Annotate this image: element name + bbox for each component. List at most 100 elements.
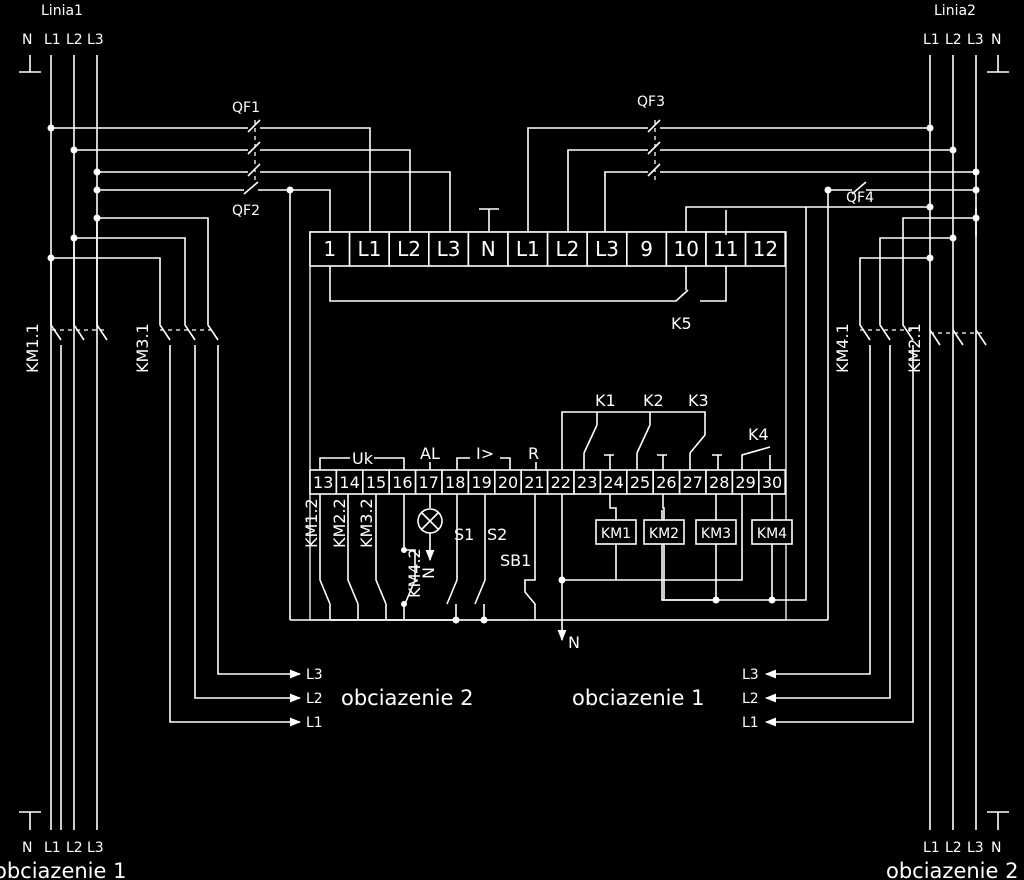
relay-k1-label: K1	[595, 391, 616, 410]
top-terminal-label: L2	[397, 237, 421, 261]
top-terminal-label: 12	[753, 237, 778, 261]
top-terminal: 1	[309, 231, 351, 267]
bottom-terminal: 27	[678, 469, 707, 495]
bottom-terminal-label: 19	[471, 473, 491, 492]
bottom-terminal-label: 18	[445, 473, 465, 492]
top-terminal-label: L1	[357, 237, 381, 261]
coil-label: KM1	[601, 526, 631, 542]
relay-contacts	[561, 411, 771, 470]
bottom-terminal: 29	[731, 469, 760, 495]
left-line-title: Linia1	[41, 3, 83, 19]
left-line-conductor-l1: L1	[44, 32, 61, 48]
top-terminal: 11	[705, 231, 747, 267]
bottom-terminal: 13	[309, 469, 338, 495]
bottom-terminal-label: 22	[551, 473, 571, 492]
coil-km1: KM1	[595, 494, 637, 580]
lamp-neutral-label: N	[419, 567, 438, 579]
load2-label: obciazenie 2	[341, 686, 473, 710]
contactor-km2-1	[929, 329, 987, 346]
bottom-terminal: 17	[414, 469, 443, 495]
breaker-qf2-label: QF2	[232, 203, 260, 219]
coil-km3: KM3	[695, 494, 737, 600]
top-terminal: 9	[625, 231, 668, 267]
top-terminal-label: L3	[437, 237, 461, 261]
aux-km2-2: KM2.2	[330, 498, 349, 548]
top-terminal-label: 9	[640, 237, 653, 261]
top-terminal: 10	[665, 231, 707, 267]
alarm-lamp	[417, 494, 443, 562]
contactor-km2-1-label: KM2.1	[905, 323, 924, 373]
bottom-terminal: 24	[599, 469, 628, 495]
bottom-terminal: 23	[573, 469, 602, 495]
bottom-terminal-label: 24	[603, 473, 623, 492]
coil-label: KM3	[701, 526, 731, 542]
top-terminal-label: 1	[323, 237, 336, 261]
left-output-l2: L2	[306, 691, 323, 707]
contactor-km4-1	[776, 217, 976, 723]
breaker-qf3	[527, 119, 976, 235]
breaker-qf1	[51, 119, 451, 235]
right-output-l1: L1	[742, 715, 759, 731]
top-terminal-label: 11	[713, 237, 738, 261]
bottom-terminal: 22	[546, 469, 575, 495]
right-line-conductor-l2: L2	[945, 32, 962, 48]
contactor-km1-1	[50, 218, 108, 830]
top-terminal-label: L2	[555, 237, 579, 261]
load1-label: obciazenie 1	[572, 686, 704, 710]
top-terminal: L1	[507, 231, 549, 267]
bottom-terminal-label: 28	[709, 473, 729, 492]
bottom-terminal: 19	[467, 469, 496, 495]
breaker-qf4-label: QF4	[846, 190, 874, 206]
svg-text:N: N	[22, 840, 32, 856]
top-terminal: 12	[744, 231, 786, 267]
switch-sb1-label: SB1	[500, 551, 531, 570]
group-label-r: R	[528, 444, 539, 463]
top-terminal: L3	[427, 231, 470, 267]
bottom-terminal-label: 26	[656, 473, 676, 492]
bottom-terminal-label: 21	[524, 473, 544, 492]
left-output-l3: L3	[306, 667, 323, 683]
bottom-terminal: 26	[652, 469, 681, 495]
right-line-conductor-l1: L1	[923, 32, 940, 48]
breaker-qf1-label: QF1	[232, 100, 260, 116]
bottom-terminal: 16	[388, 469, 417, 495]
top-terminal-label: L3	[595, 237, 619, 261]
contactor-km3-1-label: KM3.1	[133, 323, 152, 373]
right-line-conductor-n: N	[991, 32, 1001, 48]
bottom-neutral-label: N	[568, 633, 580, 652]
bottom-terminal: 25	[625, 469, 654, 495]
bottom-right-conductor-labels: L1 L2 L3 N	[923, 840, 1001, 856]
svg-text:L3: L3	[87, 840, 104, 856]
switch-s1-label: S1	[454, 525, 474, 544]
right-line-title: Linia2	[934, 3, 976, 19]
coil-label: KM2	[649, 526, 679, 542]
breaker-qf3-label: QF3	[637, 94, 665, 110]
bottom-terminal-label: 17	[419, 473, 439, 492]
bottom-terminal: 28	[705, 469, 734, 495]
top-terminal: L2	[388, 231, 430, 267]
svg-text:L1: L1	[923, 840, 940, 856]
bottom-terminal-label: 27	[683, 473, 703, 492]
coil-label: KM4	[757, 526, 787, 542]
left-line-conductor-l3: L3	[87, 32, 104, 48]
left-line-conductor-labels: N L1 L2 L3	[22, 32, 104, 48]
left-line-conductor-l2: L2	[66, 32, 83, 48]
right-line-conductor-labels: L1 L2 L3 N	[923, 32, 1001, 48]
relay-k5-label: K5	[671, 314, 692, 333]
switch-s2-label: S2	[487, 525, 507, 544]
bottom-terminal: 21	[520, 469, 549, 495]
bottom-terminal: 18	[441, 469, 470, 495]
top-terminal: N	[467, 231, 509, 267]
top-terminal-label: L1	[516, 237, 540, 261]
relay-k2-label: K2	[643, 391, 664, 410]
relay-k4-label: K4	[748, 425, 769, 444]
bottom-terminal-label: 13	[313, 473, 333, 492]
bottom-terminal: 30	[757, 469, 786, 495]
top-terminal: L3	[586, 231, 628, 267]
bottom-terminal-label: 25	[630, 473, 650, 492]
svg-text:L2: L2	[945, 840, 962, 856]
bottom-terminal: 15	[361, 469, 390, 495]
